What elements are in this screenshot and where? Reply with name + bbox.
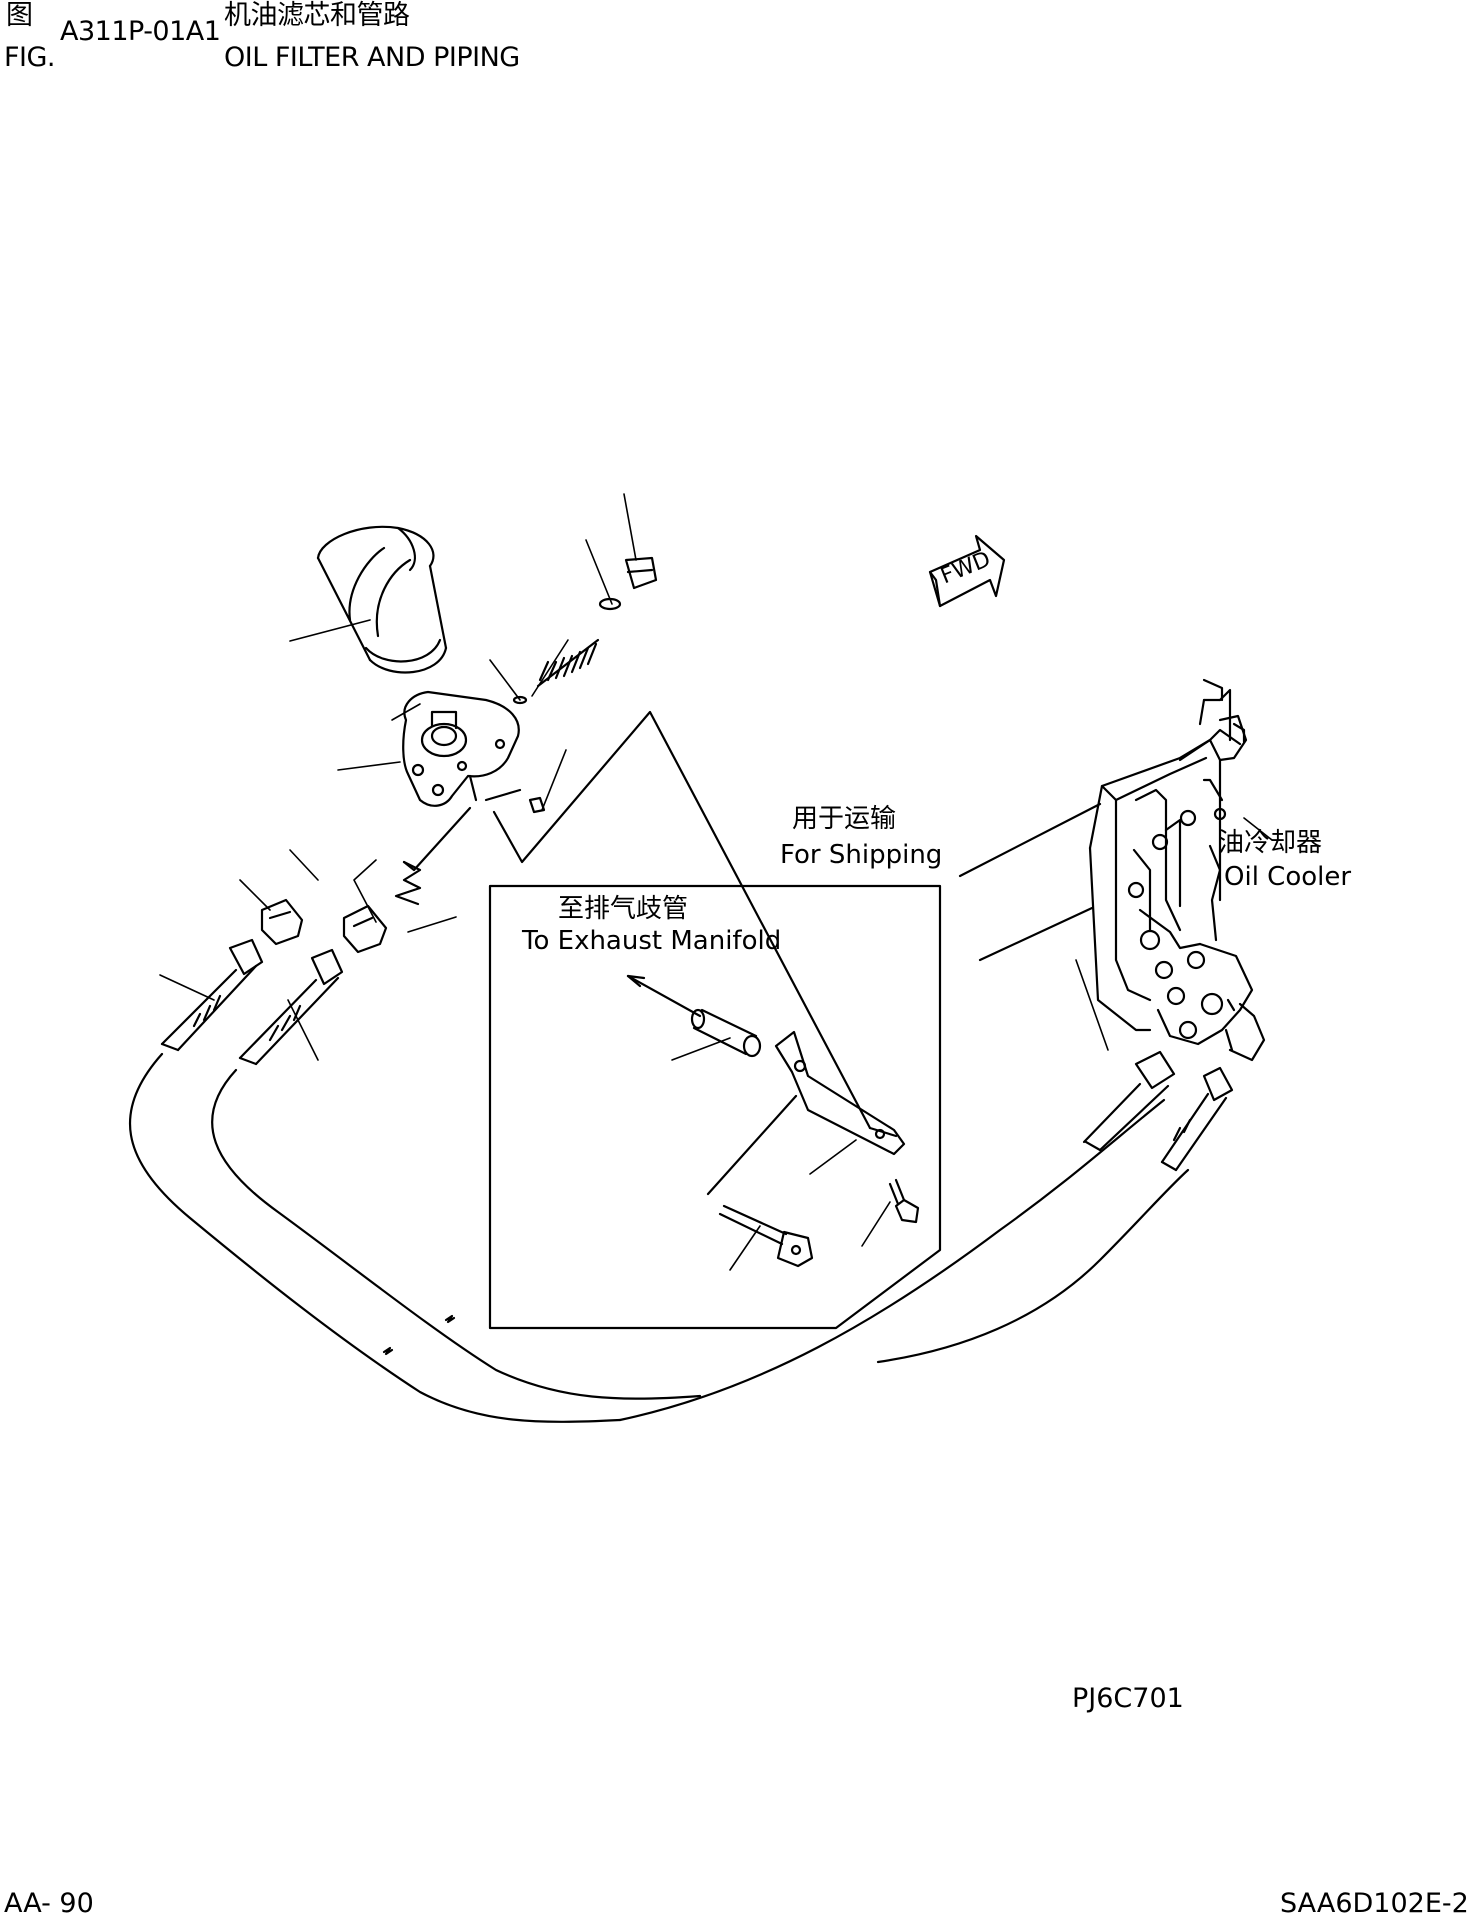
fig-code: A311P-01A1 [60, 16, 221, 47]
cooler-label-en: Oil Cooler [1224, 862, 1352, 892]
fig-label-en: FIG. [4, 42, 56, 73]
drawing-code: PJ6C701 [1072, 1683, 1184, 1714]
shipping-bracket [706, 1030, 906, 1196]
exhaust-label-en: To Exhaust Manifold [522, 926, 782, 956]
exhaust-label-cn: 至排气歧管 [558, 894, 689, 924]
shipping-label-en: For Shipping [780, 840, 943, 870]
shipping-label-cn: 用于运输 [792, 804, 897, 834]
model-code: SAA6D102E-2 [1280, 1888, 1469, 1919]
leader-lines [159, 493, 1273, 1271]
fwd-arrow-icon [928, 534, 1006, 608]
oil-filter-cartridge [316, 525, 448, 674]
oil-hoses [128, 1052, 1190, 1423]
cooler-label-cn: 油冷却器 [1218, 828, 1323, 858]
shipping-tube [690, 1008, 762, 1058]
relief-valve-parts [512, 556, 658, 814]
right-hose-ends [1082, 1050, 1234, 1172]
oil-cooler [958, 678, 1266, 1062]
fig-label-cn: 图 [6, 0, 33, 31]
filter-head [402, 690, 522, 807]
small-bolt [888, 1178, 920, 1224]
bracket-bolt [718, 1204, 814, 1268]
shipping-box [488, 884, 942, 1330]
left-hose-ends [160, 938, 344, 1066]
title-en: OIL FILTER AND PIPING [224, 42, 520, 73]
exhaust-arrow [626, 974, 702, 1018]
left-fittings [260, 898, 388, 954]
title-cn: 机油滤芯和管路 [224, 0, 410, 31]
page-number: AA- 90 [4, 1888, 94, 1919]
